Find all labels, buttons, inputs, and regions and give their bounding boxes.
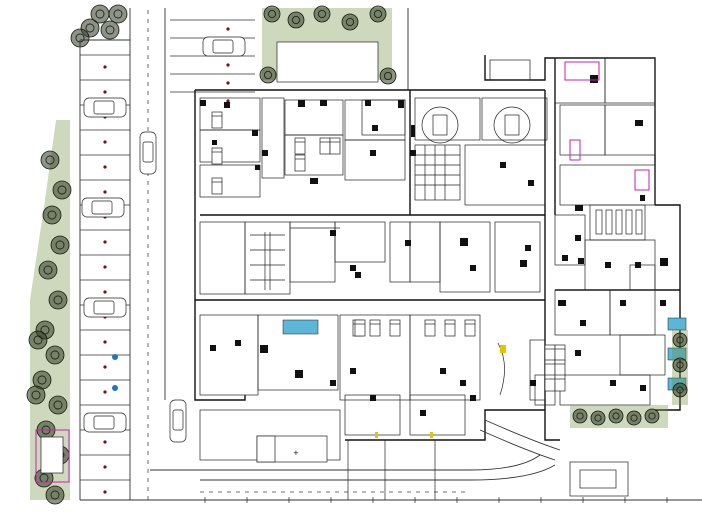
survey-ticks — [204, 497, 668, 503]
tree-icon — [100, 20, 120, 40]
tree-icon — [70, 28, 90, 48]
tree-icon — [26, 385, 46, 405]
tree-icon — [48, 290, 68, 310]
planter-right — [570, 330, 688, 428]
tree-icon — [108, 4, 128, 24]
entrance-canopy — [375, 342, 506, 438]
ambulance-cross: + — [293, 449, 299, 457]
tree-icon — [48, 395, 68, 415]
car-icon — [83, 297, 127, 318]
car-icon — [202, 36, 246, 57]
guard-booth — [35, 429, 70, 483]
tree-icon — [38, 260, 58, 280]
tree-icon — [672, 382, 688, 398]
parking-lot — [79, 8, 255, 501]
tree-icon — [52, 180, 72, 200]
equipment — [200, 75, 668, 416]
tree-icon — [50, 235, 70, 255]
tree-icon — [672, 332, 688, 348]
landscape-strip — [26, 120, 72, 505]
tree-icon — [42, 205, 62, 225]
car-icon — [81, 197, 125, 218]
tree-icon — [341, 13, 359, 31]
tree-icon — [45, 345, 65, 365]
ambulance-icon: + — [256, 435, 328, 463]
tree-icon — [379, 67, 397, 85]
tree-icon — [572, 408, 588, 424]
trees-top-left — [70, 4, 128, 48]
tree-icon — [263, 5, 281, 23]
tree-icon — [45, 485, 65, 505]
tree-icon — [672, 357, 688, 373]
car-icon — [83, 412, 127, 433]
gate-house — [569, 461, 629, 497]
bed-icon — [211, 111, 566, 392]
rooms — [199, 57, 666, 436]
building-outline — [194, 55, 681, 441]
tree-icon — [644, 408, 660, 424]
magenta-outlines — [564, 61, 650, 191]
tree-icon — [608, 408, 624, 424]
tree-icon — [369, 5, 387, 23]
tree-icon — [259, 66, 277, 84]
tree-icon — [313, 5, 331, 23]
tree-icon — [590, 410, 606, 426]
imaging-units — [282, 317, 687, 391]
car-icon — [169, 399, 187, 443]
operating-theatre — [414, 106, 531, 201]
wheelchair-icon — [112, 354, 118, 391]
lab-benches — [589, 204, 646, 241]
tree-icon — [287, 11, 305, 29]
car-icon — [139, 131, 157, 175]
courtyard-top — [259, 5, 397, 85]
tree-icon — [40, 150, 60, 170]
tree-icon — [626, 410, 642, 426]
tree-icon — [28, 330, 48, 350]
car-icon — [83, 97, 127, 118]
